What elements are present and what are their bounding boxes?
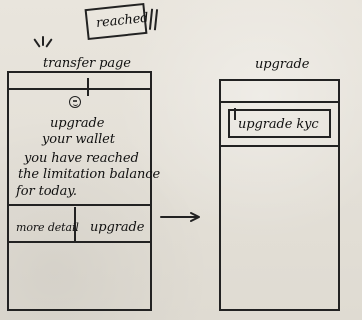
right-arrow-icon [160, 212, 200, 222]
upgrade-kyc-button-label: upgrade kyc [238, 117, 319, 132]
more-detail-button[interactable]: more detail [16, 221, 79, 234]
smiley-icon [69, 96, 81, 108]
transfer-header-mark [87, 78, 89, 96]
upgrade-kyc-button-marker [234, 108, 236, 120]
message-line: your wallet [42, 132, 115, 147]
reached-stamp: reached [84, 2, 150, 41]
transfer-screen [7, 71, 152, 311]
message-line: upgrade [50, 116, 105, 131]
upgrade-screen-section-divider [220, 145, 338, 147]
upgrade-button[interactable]: upgrade [90, 220, 145, 235]
sparkle-icon [42, 36, 44, 46]
reached-stamp-label: reached [95, 10, 150, 32]
arrow-head [190, 212, 200, 222]
upgrade-screen [219, 79, 340, 311]
smile-mouth [73, 102, 78, 106]
transfer-page-title: transfer page [43, 56, 131, 71]
message-line: the limitation balance [18, 167, 161, 182]
transfer-buttons-separator [74, 207, 76, 242]
upgrade-page-title: upgrade [255, 57, 310, 72]
upgrade-kyc-button[interactable]: upgrade kyc [228, 109, 331, 138]
transfer-buttons-bottom-divider [8, 241, 150, 243]
transfer-screen-header-divider [8, 88, 150, 90]
message-line: you have reached [24, 151, 139, 166]
transfer-message-top-divider [8, 204, 150, 206]
message-line: for today. [16, 184, 77, 199]
upgrade-screen-header-divider [220, 101, 338, 103]
